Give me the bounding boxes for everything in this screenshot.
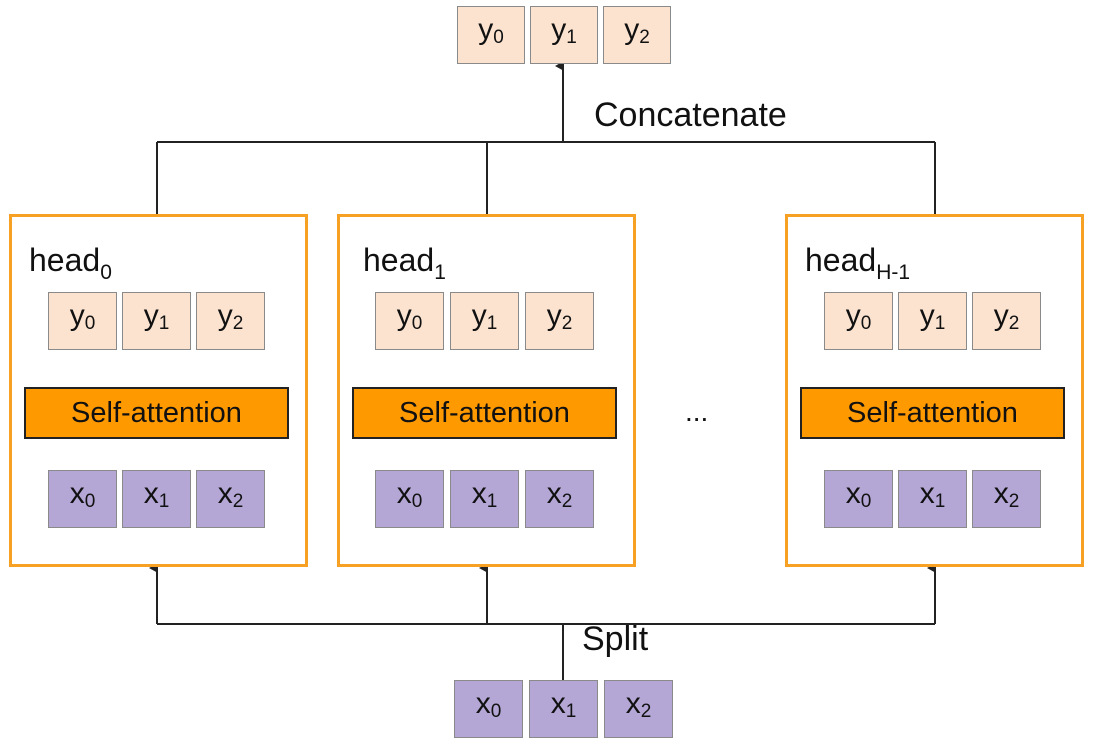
head-last-input-x1: x1 <box>898 470 967 528</box>
ellipsis: ... <box>685 396 709 427</box>
head-0-input-x2: x2 <box>196 470 265 528</box>
head-0-output-y1: y1 <box>122 292 191 350</box>
head-0-label: head0 <box>29 242 112 284</box>
output-token-y2: y2 <box>603 6 671 64</box>
head-1-self-attention-block: Self-attention <box>352 387 617 439</box>
head-1-label: head1 <box>363 242 446 284</box>
head-last-output-y1: y1 <box>898 292 967 350</box>
head-1-output-y1: y1 <box>450 292 519 350</box>
concatenate-label: Concatenate <box>594 96 787 134</box>
split-label: Split <box>582 620 649 658</box>
head-last-label: headH-1 <box>805 242 911 284</box>
head-last-input-x0: x0 <box>824 470 893 528</box>
output-token-y0: y0 <box>457 6 525 64</box>
head-0-output-y0: y0 <box>48 292 117 350</box>
head-1-output-y0: y0 <box>375 292 444 350</box>
head-last-output-y2: y2 <box>972 292 1041 350</box>
head-0-self-attention-block: Self-attention <box>24 387 289 439</box>
head-0-input-x1: x1 <box>122 470 191 528</box>
input-token-x0: x0 <box>454 680 523 738</box>
input-token-x1: x1 <box>529 680 598 738</box>
head-last-self-attention-block: Self-attention <box>800 387 1065 439</box>
output-token-y1: y1 <box>530 6 598 64</box>
head-last-output-y0: y0 <box>824 292 893 350</box>
head-1-output-y2: y2 <box>525 292 594 350</box>
head-last-input-x2: x2 <box>972 470 1041 528</box>
head-1-input-x2: x2 <box>525 470 594 528</box>
head-1-input-x0: x0 <box>375 470 444 528</box>
head-0-input-x0: x0 <box>48 470 117 528</box>
head-1-input-x1: x1 <box>450 470 519 528</box>
input-token-x2: x2 <box>604 680 673 738</box>
head-0-output-y2: y2 <box>196 292 265 350</box>
